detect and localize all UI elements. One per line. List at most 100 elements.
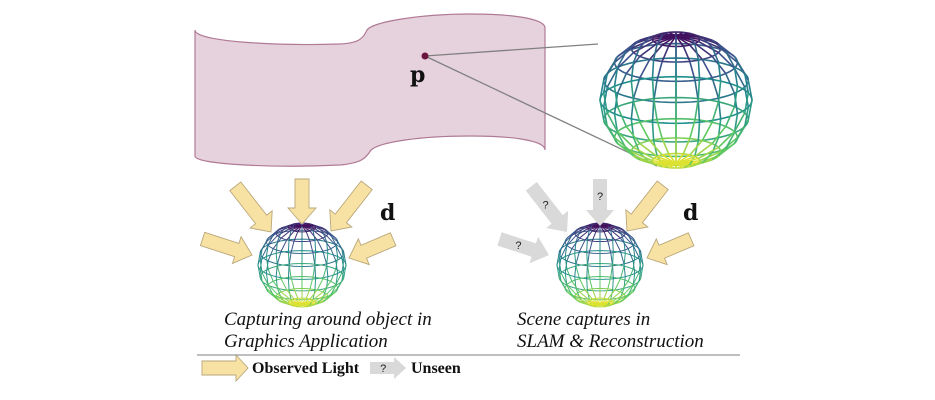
- sphere-meridian-segment: [617, 142, 635, 157]
- sphere-meridian-segment: [272, 281, 282, 293]
- sphere-meridian-segment: [314, 225, 327, 231]
- sphere-meridian-segment: [656, 34, 663, 45]
- sphere-meridian-segment: [610, 264, 614, 278]
- sphere-meridian-segment: [733, 67, 746, 88]
- right-caption-line2: SLAM & Reconstruction: [517, 331, 704, 352]
- sphere-meridian-segment: [579, 239, 586, 252]
- sphere-meridian-segment: [326, 230, 337, 239]
- sphere-meridian-segment: [599, 225, 605, 232]
- sphere-meridian-segment: [257, 264, 261, 278]
- sphere-meridian-segment: [623, 241, 626, 254]
- sphere-meridian-segment: [603, 231, 609, 242]
- sphere-meridian-segment: [619, 232, 625, 242]
- sphere-meridian-segment: [584, 289, 593, 300]
- sphere-meridian-segment: [293, 231, 299, 242]
- sphere-meridian-segment: [309, 289, 318, 300]
- sphere-meridian-segment: [603, 288, 609, 299]
- sphere-meridian-segment: [697, 77, 701, 99]
- sphere-meridian-segment: [335, 244, 339, 257]
- point-p-marker: [421, 52, 429, 60]
- sphere-meridian-segment: [266, 232, 277, 243]
- sphere-meridian-segment: [575, 299, 588, 305]
- sphere-meridian-segment: [733, 86, 739, 107]
- sphere-meridian-segment: [267, 248, 274, 262]
- sphere-meridian-segment: [652, 44, 658, 60]
- sphere-meridian-segment: [290, 241, 295, 254]
- sphere-meridian-segment: [610, 230, 614, 240]
- sphere-meridian-segment: [558, 276, 566, 289]
- sphere-meridian-segment: [265, 244, 269, 257]
- surface-sheet: [194, 13, 546, 167]
- observed-light-arrow: [348, 232, 397, 266]
- unseen-arrow: [497, 232, 549, 264]
- sphere-meridian-segment: [326, 253, 329, 267]
- sphere-meridian-segment: [675, 35, 699, 38]
- sphere-meridian-segment: [603, 119, 616, 138]
- legend-observed-label: Observed Light: [252, 360, 360, 377]
- sphere-meridian-segment: [632, 260, 636, 274]
- sphere-meridian-segment: [633, 155, 654, 164]
- sphere-meridian-segment: [694, 44, 700, 60]
- right-sphere-wireframe: [556, 222, 644, 308]
- sphere-meridian-segment: [682, 163, 691, 169]
- sphere-meridian-segment: [711, 77, 720, 99]
- sphere-meridian-segment: [620, 281, 629, 293]
- sphere-meridian-segment: [694, 34, 713, 42]
- sphere-meridian-segment: [574, 227, 587, 234]
- observed-light-arrow: [329, 180, 373, 232]
- sphere-meridian-segment: [711, 148, 727, 161]
- sphere-meridian-segment: [335, 245, 343, 258]
- sphere-meridian-segment: [275, 227, 289, 234]
- sphere-meridian-segment: [610, 291, 621, 301]
- sphere-meridian-segment: [267, 230, 278, 239]
- sphere-meridian-segment: [326, 235, 337, 246]
- sphere-meridian-segment: [588, 276, 593, 289]
- sphere-meridian-segment: [682, 45, 691, 62]
- sphere-meridian-segment: [305, 231, 311, 242]
- right-caption-line1: Scene captures in: [517, 309, 651, 330]
- sphere-meridian-segment: [341, 256, 345, 270]
- sphere-meridian-segment: [575, 251, 581, 265]
- sphere-meridian-segment: [613, 227, 626, 234]
- sphere-meridian-segment: [277, 228, 290, 237]
- sphere-meridian-segment: [649, 32, 663, 38]
- sphere-meridian-segment: [743, 107, 750, 127]
- sphere-meridian-segment: [287, 278, 290, 291]
- sphere-meridian-segment: [627, 268, 634, 282]
- sphere-meridian-segment: [280, 291, 292, 301]
- sphere-meridian-segment: [625, 39, 641, 52]
- sphere-meridian-segment: [277, 293, 290, 302]
- sphere-meridian-segment: [639, 42, 658, 58]
- sphere-meridian-segment: [277, 299, 290, 305]
- sphere-meridian-segment: [588, 224, 593, 231]
- unknown-marker: ?: [380, 363, 386, 375]
- sphere-latitude-ring: [651, 152, 701, 169]
- sphere-meridian-segment: [297, 222, 303, 226]
- sphere-meridian-segment: [316, 278, 324, 291]
- sphere-meridian-segment: [614, 297, 621, 305]
- sphere-meridian-segment: [316, 239, 324, 252]
- left-caption-line1: Capturing around object in: [224, 309, 432, 330]
- sphere-meridian-segment: [725, 106, 736, 127]
- sphere-meridian-segment: [651, 122, 655, 141]
- sphere-meridian-segment: [720, 136, 739, 153]
- sphere-meridian-segment: [606, 67, 619, 88]
- sphere-meridian-segment: [326, 291, 337, 300]
- sphere-meridian-segment: [612, 278, 614, 291]
- sphere-meridian-segment: [290, 276, 295, 289]
- sphere-meridian-segment: [661, 154, 677, 165]
- sphere-meridian-segment: [586, 278, 588, 291]
- sphere-meridian-segment: [733, 93, 739, 114]
- sphere-meridian-segment: [599, 99, 605, 120]
- sphere-meridian-segment: [312, 291, 324, 301]
- sphere-meridian-segment: [631, 38, 653, 50]
- sphere-meridian-segment: [743, 86, 750, 108]
- sphere-meridian-segment: [341, 269, 345, 282]
- sphere-meridian-segment: [314, 293, 327, 302]
- sphere-meridian-segment: [574, 241, 577, 254]
- sphere-meridian-segment: [579, 291, 590, 301]
- sphere-meridian-segment: [574, 253, 577, 267]
- unknown-marker: ?: [597, 191, 603, 203]
- sphere-meridian-segment: [297, 298, 303, 305]
- sphere-meridian-segment: [733, 112, 746, 133]
